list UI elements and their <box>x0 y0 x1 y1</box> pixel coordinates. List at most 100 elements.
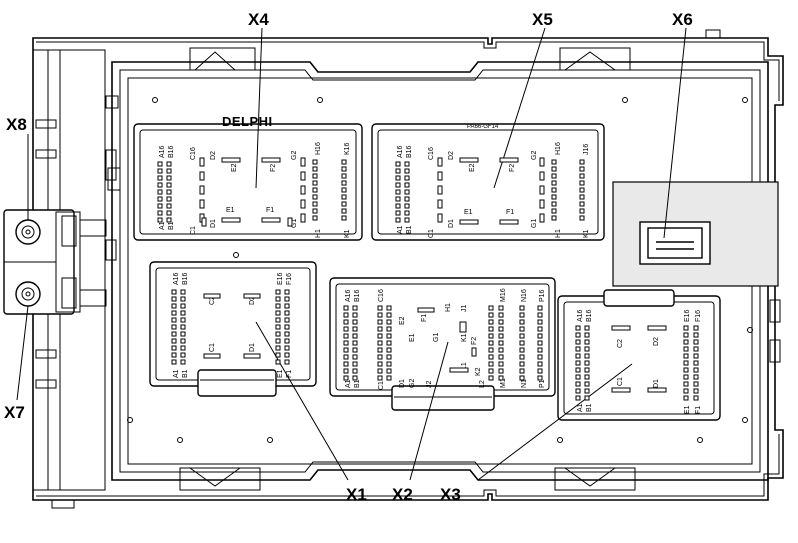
callout-x7: X7 <box>4 403 25 422</box>
x2-pin-label: A16 <box>345 289 352 302</box>
x2-pin-label: J1 <box>461 305 468 313</box>
x2-pin-label: K2 <box>475 367 482 376</box>
pin-cavity <box>579 180 585 186</box>
x1-pin-labels: A16 B16 C1 C2 D1 D2 E16 F16 A1 B1 E1 F1 <box>173 272 293 378</box>
pin-cavity <box>693 395 699 401</box>
pin-cavity <box>284 338 290 344</box>
x4-pin-label: A16 <box>159 145 166 158</box>
pin-cavity <box>519 326 525 332</box>
pin-cavity <box>488 340 494 346</box>
pin-cavity <box>488 354 494 360</box>
x2-pin-label: K1 <box>461 333 468 342</box>
pin-cavity <box>579 187 585 193</box>
x4-pin-label: K1 <box>344 229 351 238</box>
x3-pin-label: D2 <box>653 337 660 346</box>
x1-pin-label: B16 <box>182 272 189 285</box>
pin-cavity <box>166 182 172 188</box>
relay-socket <box>647 325 667 331</box>
relay-socket <box>459 219 479 225</box>
pin-cavity <box>683 381 689 387</box>
x2-pin-label: C1 <box>378 381 385 390</box>
pin-cavity <box>171 303 177 309</box>
x5-pin-label: K1 <box>583 229 590 238</box>
pin-cavity <box>575 367 581 373</box>
pin-cavity <box>312 215 318 221</box>
x2-pin-label: L1 <box>461 362 468 370</box>
relay-socket <box>261 217 281 223</box>
x7-x8-terminal-block <box>3 209 107 315</box>
relay-socket <box>221 217 241 223</box>
x4-pin-label: G1 <box>291 219 298 228</box>
pin-cavity <box>341 201 347 207</box>
pin-cavity <box>284 324 290 330</box>
pin-cavity <box>498 347 504 353</box>
pin-cavity <box>537 340 543 346</box>
x1-pin-label: C1 <box>209 343 216 352</box>
pin-cavity <box>157 161 163 167</box>
pin-cavity <box>180 296 186 302</box>
x2-pin-label: H1 <box>445 303 452 312</box>
x3-pin-labels: A16 B16 C2 D2 C1 D1 E16 F16 A1 B1 E1 F1 <box>577 309 702 414</box>
relay-socket <box>417 307 435 313</box>
pin-cavity <box>157 203 163 209</box>
relay-socket <box>611 325 631 331</box>
pin-cavity <box>199 185 205 195</box>
x4-pin-label: C1 <box>190 226 197 235</box>
pin-cavity <box>300 199 306 209</box>
pin-cavity <box>300 171 306 181</box>
x4-pin-label: G2 <box>291 151 298 160</box>
pin-cavity <box>343 340 349 346</box>
relay-socket <box>499 219 519 225</box>
x1-pin-label: A1 <box>173 369 180 378</box>
pin-cavity <box>377 333 383 339</box>
pin-cavity <box>395 182 401 188</box>
pin-cavity <box>579 215 585 221</box>
pin-cavity <box>341 180 347 186</box>
pin-cavity <box>341 173 347 179</box>
relay-socket <box>459 157 479 163</box>
pin-cavity <box>275 324 281 330</box>
pin-cavity <box>180 352 186 358</box>
part-number-text: PA66-GF14 <box>467 124 499 130</box>
pin-cavity <box>537 319 543 325</box>
pin-cavity <box>683 353 689 359</box>
pin-cavity <box>352 312 358 318</box>
pin-cavity <box>171 352 177 358</box>
x5-pin-label: C1 <box>428 229 435 238</box>
callout-x2: X2 <box>392 485 413 504</box>
x5-pin-label: G1 <box>531 219 538 228</box>
pin-cavity <box>180 289 186 295</box>
x5-pin-labels: A16 B16 C16 E1 F1 E2 F2 D1 G1 H16 J16 A1… <box>397 142 590 238</box>
pin-cavity <box>575 339 581 345</box>
pin-cavity <box>498 312 504 318</box>
pin-cavity <box>341 208 347 214</box>
x2-pin-label: N16 <box>521 289 528 302</box>
pin-cavities <box>157 157 699 401</box>
x2-pin-label: F1 <box>421 314 428 322</box>
pin-cavity <box>537 347 543 353</box>
x1-pin-label: C2 <box>209 296 216 305</box>
pin-cavity <box>584 381 590 387</box>
x1-connector <box>149 261 317 397</box>
pin-cavity <box>300 213 306 223</box>
pin-cavity <box>157 189 163 195</box>
pin-cavity <box>579 166 585 172</box>
x3-pin-label: F16 <box>695 310 702 322</box>
pin-cavity <box>284 352 290 358</box>
pin-cavity <box>341 215 347 221</box>
callout-x3: X3 <box>440 485 461 504</box>
pin-cavity <box>683 367 689 373</box>
x3-pin-label: C2 <box>617 339 624 348</box>
x2-pin-labels: A16 B16 C16 F1 H1 E1 J1 G1 K1 L1 M16 N16… <box>345 288 546 390</box>
x4-pin-label: D2 <box>210 151 217 160</box>
relay-socket <box>243 293 261 299</box>
relay-socket <box>221 157 241 163</box>
pin-cavity <box>377 312 383 318</box>
x1-pin-label: E16 <box>277 272 284 285</box>
pin-cavity <box>498 368 504 374</box>
x3-pin-label: A1 <box>577 403 584 412</box>
x2-pin-label: A1 <box>345 379 352 388</box>
x2-pin-label: M16 <box>500 288 507 302</box>
pin-cavity <box>683 325 689 331</box>
pin-cavity <box>341 187 347 193</box>
